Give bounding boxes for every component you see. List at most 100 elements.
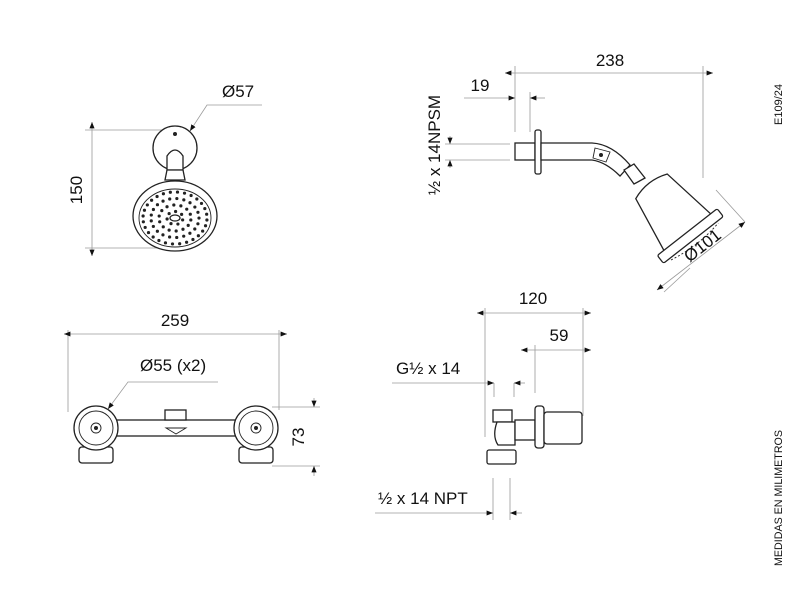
total-length-label: 238 <box>596 51 624 70</box>
spray-hole <box>201 229 205 233</box>
spray-hole <box>161 225 165 229</box>
flange-leader <box>189 104 262 132</box>
spray-hole <box>167 228 171 232</box>
flange-offset-label: 19 <box>471 76 490 95</box>
spray-hole <box>169 222 173 226</box>
spray-hole <box>141 214 145 218</box>
spray-hole <box>146 230 151 235</box>
spray-hole <box>150 198 154 202</box>
spray-hole <box>196 222 200 226</box>
spray-hole <box>168 190 172 194</box>
spray-hole <box>189 193 193 198</box>
spray-hole <box>157 214 161 218</box>
spray-hole <box>141 220 145 224</box>
spray-hole <box>145 203 149 207</box>
side-head-body <box>635 173 714 254</box>
spray-hole <box>161 233 165 237</box>
height-label-valve: 73 <box>289 428 308 447</box>
spray-hole <box>174 229 178 233</box>
side-flange <box>534 129 542 175</box>
spray-hole <box>199 201 204 206</box>
spray-hole <box>181 227 185 231</box>
spray-hole <box>161 192 166 196</box>
spray-hole <box>181 218 185 222</box>
spray-hole <box>178 242 182 246</box>
units-note: MEDIDAS EN MILIMETROS <box>773 430 785 566</box>
spray-hole <box>205 218 209 222</box>
right-handle <box>233 405 279 464</box>
spray-hole <box>188 212 192 216</box>
ball-joint <box>164 169 186 181</box>
spray-hole <box>179 204 183 208</box>
spray-hole <box>175 235 179 240</box>
spray-hole <box>155 203 160 207</box>
side-shower-head-view: 238 19 ½ x 14NPSM Ø101 <box>425 51 746 293</box>
threaded-stub <box>514 142 536 161</box>
shower-arm <box>166 149 184 171</box>
spray-hole <box>172 203 176 207</box>
spray-hole <box>142 208 147 212</box>
front-shower-head-view: 150 Ø57 <box>67 82 262 256</box>
side-arm <box>540 142 631 177</box>
spray-hole <box>182 234 186 238</box>
spray-hole <box>155 229 159 233</box>
width-label: 259 <box>161 311 189 330</box>
spray-hole <box>155 194 159 199</box>
spray-hole <box>184 240 189 244</box>
spray-hole <box>195 197 199 201</box>
spray-hole <box>158 220 162 224</box>
spray-hole <box>182 198 186 202</box>
outlet-thread-label: G½ x 14 <box>396 359 460 378</box>
valve-side-view: 120 59 G½ x 14 ½ x 14 NPT <box>375 289 591 520</box>
spray-hole <box>149 213 153 217</box>
spray-hole <box>175 196 179 201</box>
spray-hole <box>170 242 175 246</box>
depth-label: 120 <box>519 289 547 308</box>
spray-hole <box>185 207 189 211</box>
thread-label: ½ x 14NPSM <box>425 95 444 195</box>
spray-hole <box>196 234 200 238</box>
spray-hole <box>165 217 169 221</box>
spray-hole <box>151 224 155 229</box>
spray-hole <box>160 209 164 213</box>
spray-hole <box>203 224 208 228</box>
spray-hole <box>188 201 192 205</box>
spray-hole <box>196 210 200 214</box>
spray-hole <box>176 222 180 226</box>
spray-hole <box>151 207 156 212</box>
spray-hole <box>143 225 147 230</box>
spray-hole <box>191 237 195 242</box>
spray-hole <box>193 227 197 231</box>
spray-hole <box>174 209 178 214</box>
spray-hole <box>182 191 187 195</box>
spray-hole <box>193 205 197 209</box>
spray-hole <box>157 238 161 243</box>
head-diameter-dimension <box>656 221 746 291</box>
drawing-code: E109/24 <box>773 84 785 125</box>
valve-handle-side <box>543 411 583 445</box>
valve-front-view: 259 Ø55 (x2) 73 <box>64 311 320 476</box>
valve-elbow <box>494 421 516 446</box>
spray-hole <box>168 235 172 239</box>
spray-hole <box>165 205 169 209</box>
handle-depth-label: 59 <box>550 326 569 345</box>
spray-hole <box>168 197 172 201</box>
spray-hole <box>197 216 201 220</box>
spray-hole <box>186 223 190 227</box>
spray-hole <box>205 212 209 216</box>
spray-hole <box>189 218 193 222</box>
spray-hole <box>180 212 184 216</box>
height-label: 150 <box>67 176 86 204</box>
spray-hole <box>175 190 180 194</box>
flange-diameter-label: Ø57 <box>222 82 254 101</box>
spray-hole <box>149 219 153 223</box>
spray-hole <box>188 231 192 235</box>
spray-hole <box>167 211 171 216</box>
spray-hole <box>203 206 207 211</box>
spray-hole <box>151 235 155 239</box>
handle-diameter-label: Ø55 (x2) <box>140 356 206 375</box>
left-handle <box>73 405 119 464</box>
spray-holes <box>141 190 209 246</box>
spray-hole <box>161 199 165 203</box>
